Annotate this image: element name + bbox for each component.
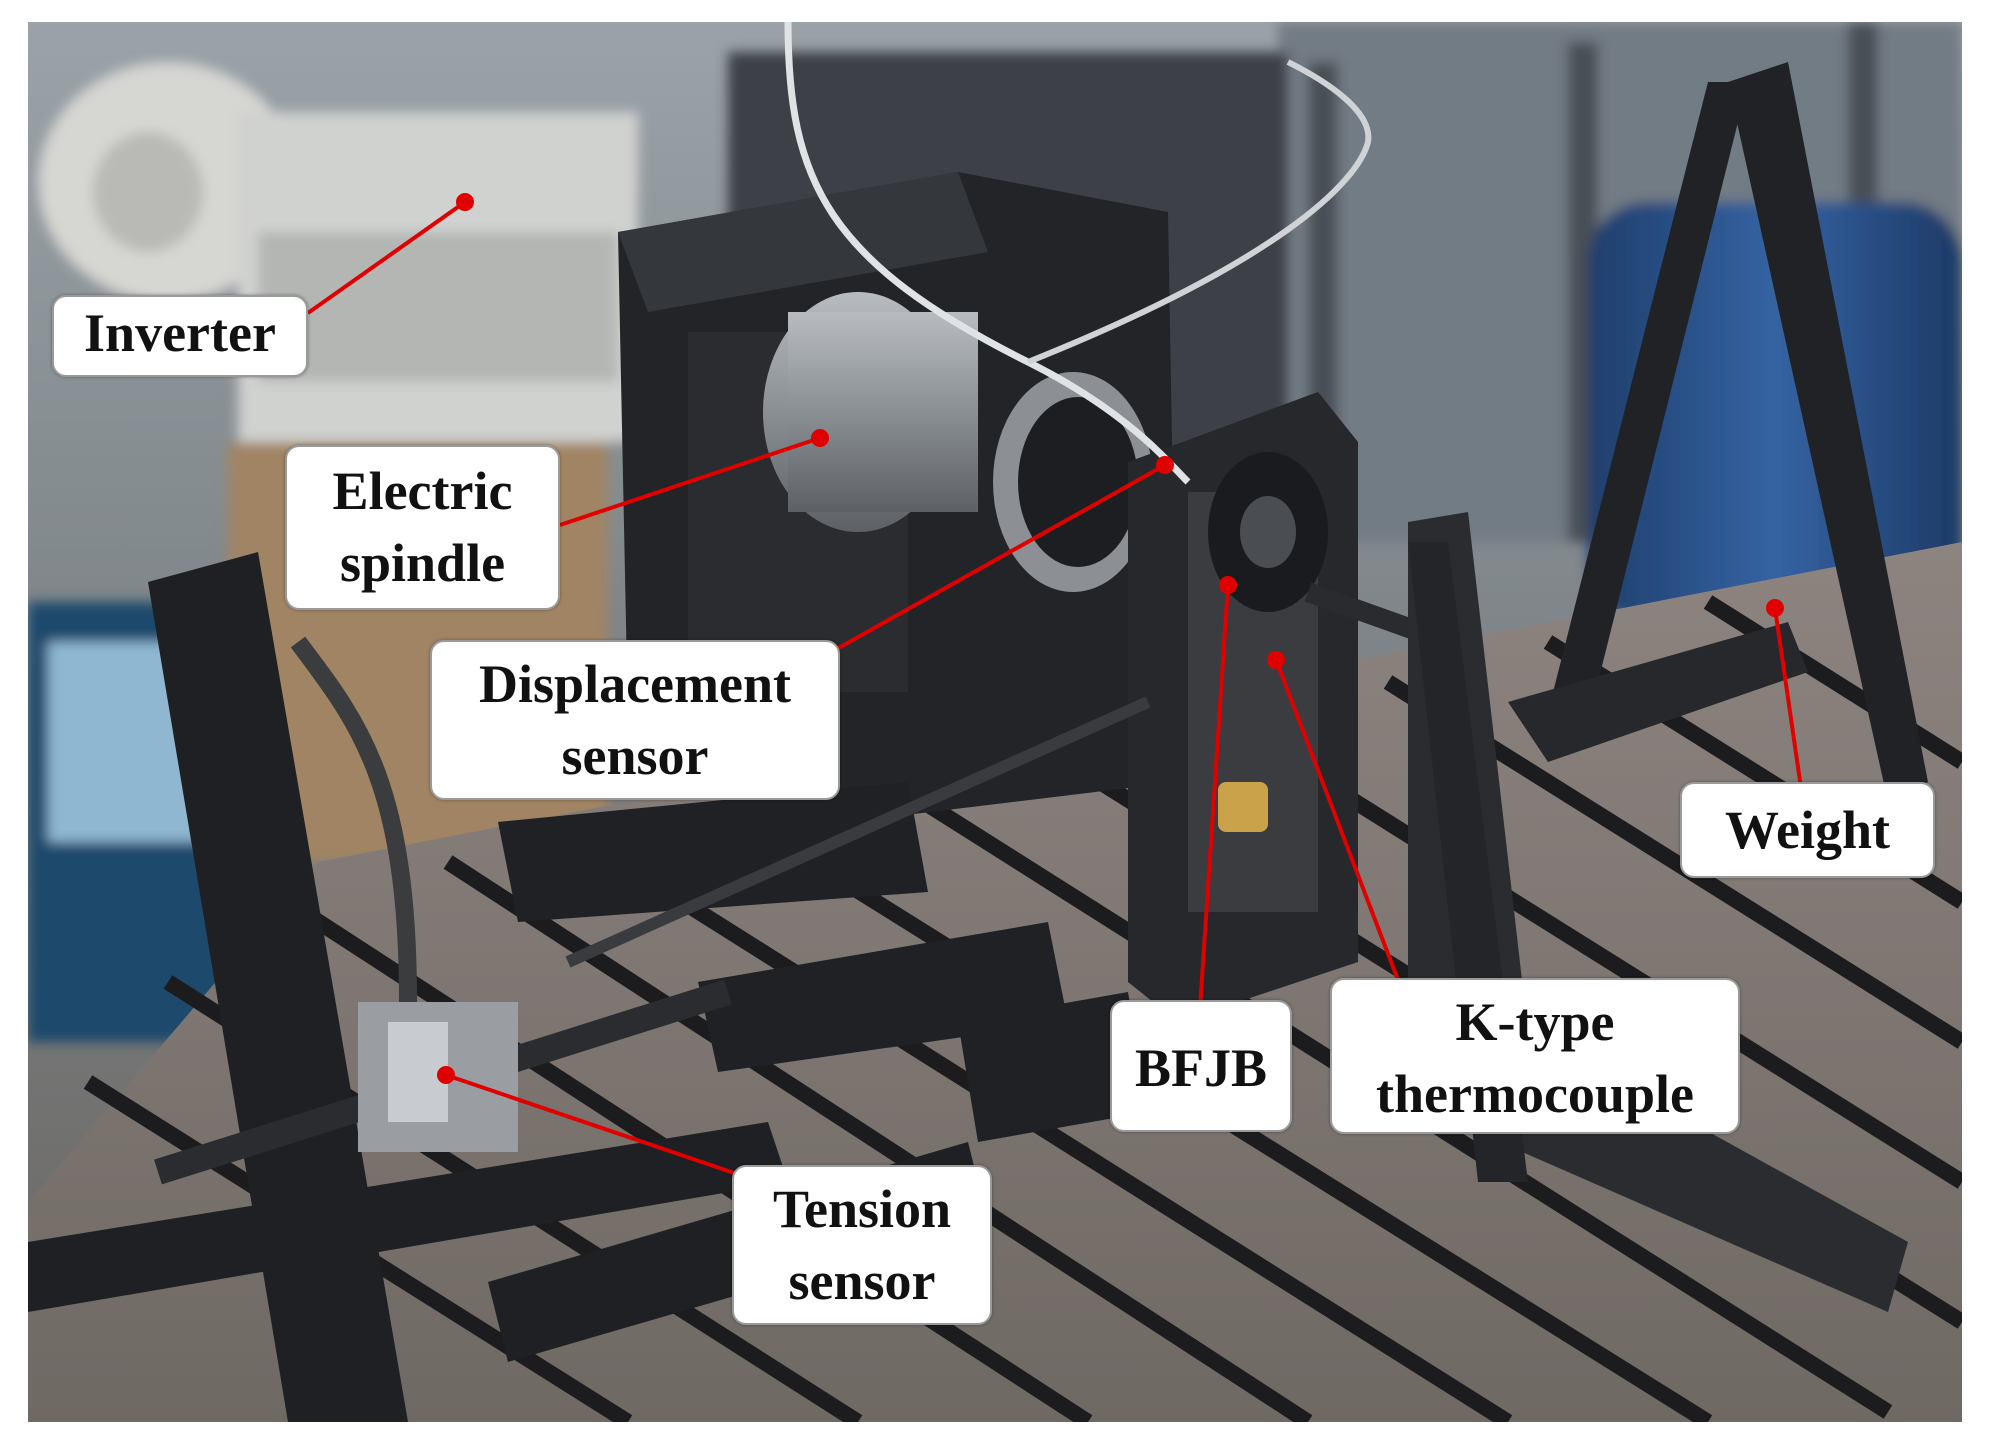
label-tension-sensor-line-2: sensor: [788, 1251, 936, 1311]
label-weight: Weight: [1680, 782, 1935, 878]
leader-line-electric-spindle: [559, 436, 821, 527]
label-bfjb-line-1: BFJB: [1134, 1038, 1268, 1098]
label-electric-spindle-line-1: Electric: [332, 461, 513, 521]
leader-dot-tension-sensor: [437, 1066, 455, 1084]
leader-line-displacement-sensor: [834, 463, 1166, 652]
leader-line-bfjb: [1198, 584, 1230, 1009]
leader-line-inverter: [306, 200, 467, 315]
label-k-type-thermocouple-line-1: K-type: [1455, 992, 1615, 1052]
label-inverter-line-1: Inverter: [84, 303, 276, 363]
label-bfjb: BFJB: [1110, 1000, 1292, 1132]
leader-line-tension-sensor: [445, 1073, 741, 1177]
label-tension-sensor-line-1: Tension: [772, 1179, 952, 1239]
label-displacement-sensor-line-1: Displacement: [479, 654, 791, 714]
label-inverter: Inverter: [52, 295, 308, 377]
leader-line-weight: [1773, 607, 1803, 789]
leader-dot-electric-spindle: [811, 429, 829, 447]
test-rig-photo: [28, 22, 1962, 1422]
label-displacement-sensor: Displacement sensor: [430, 640, 840, 800]
leader-dot-displacement-sensor: [1156, 456, 1174, 474]
leader-dot-weight: [1766, 599, 1784, 617]
label-weight-line-1: Weight: [1724, 800, 1890, 860]
label-electric-spindle-line-2: spindle: [339, 533, 506, 593]
leader-line-thermocouple: [1274, 659, 1400, 981]
label-k-type-thermocouple-line-2: thermocouple: [1376, 1064, 1694, 1124]
leader-dot-bfjb: [1219, 576, 1237, 594]
leader-dot-thermocouple: [1267, 651, 1285, 669]
label-tension-sensor: Tension sensor: [732, 1165, 992, 1325]
label-k-type-thermocouple: K-type thermocouple: [1330, 978, 1740, 1134]
label-displacement-sensor-line-2: sensor: [561, 726, 709, 786]
label-electric-spindle: Electric spindle: [285, 445, 560, 610]
leader-dot-inverter: [456, 193, 474, 211]
